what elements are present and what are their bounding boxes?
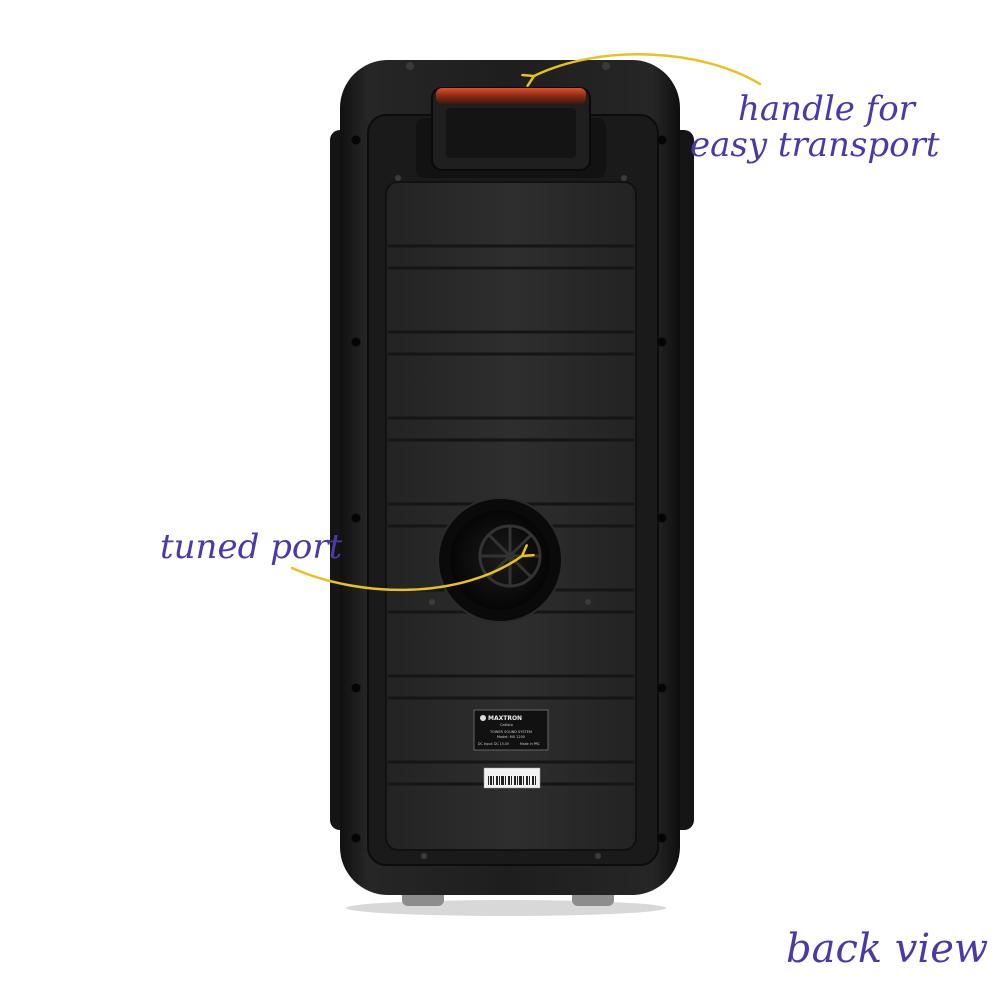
panel-screws xyxy=(395,175,627,859)
handle-red-accent xyxy=(436,88,586,104)
handle-grip-slot xyxy=(446,108,576,158)
floor-shadow xyxy=(346,900,666,916)
port-arrow xyxy=(290,556,522,592)
handle-annotation: handle for easy transport xyxy=(690,89,940,163)
label-line3a: DC Input: DC 15.0V xyxy=(478,742,510,746)
label-brand: MAXTRON xyxy=(488,715,522,722)
label-line3b: Made in PRC xyxy=(520,742,541,746)
handle-annotation-line2: easy transport xyxy=(690,124,940,165)
view-annotation: back view xyxy=(786,926,989,972)
port-grille xyxy=(478,524,542,588)
barcode-sticker xyxy=(483,767,541,789)
side-screws xyxy=(351,135,667,843)
tuned-port xyxy=(450,510,550,610)
handle-arrow xyxy=(534,53,762,84)
port-annotation: tuned port xyxy=(160,527,343,567)
screw xyxy=(406,62,414,70)
screw xyxy=(602,62,610,70)
label-plate: MAXTRON Callisto TOWER SOUND SYSTEM Mode… xyxy=(473,709,549,751)
brand-logo-icon xyxy=(480,715,486,721)
label-line1: TOWER SOUND SYSTEM xyxy=(489,730,532,734)
label-line2: Model: MX 1200 xyxy=(497,735,525,739)
label-sub: Callisto xyxy=(500,723,513,727)
handle-annotation-line1: handle for xyxy=(738,89,915,129)
